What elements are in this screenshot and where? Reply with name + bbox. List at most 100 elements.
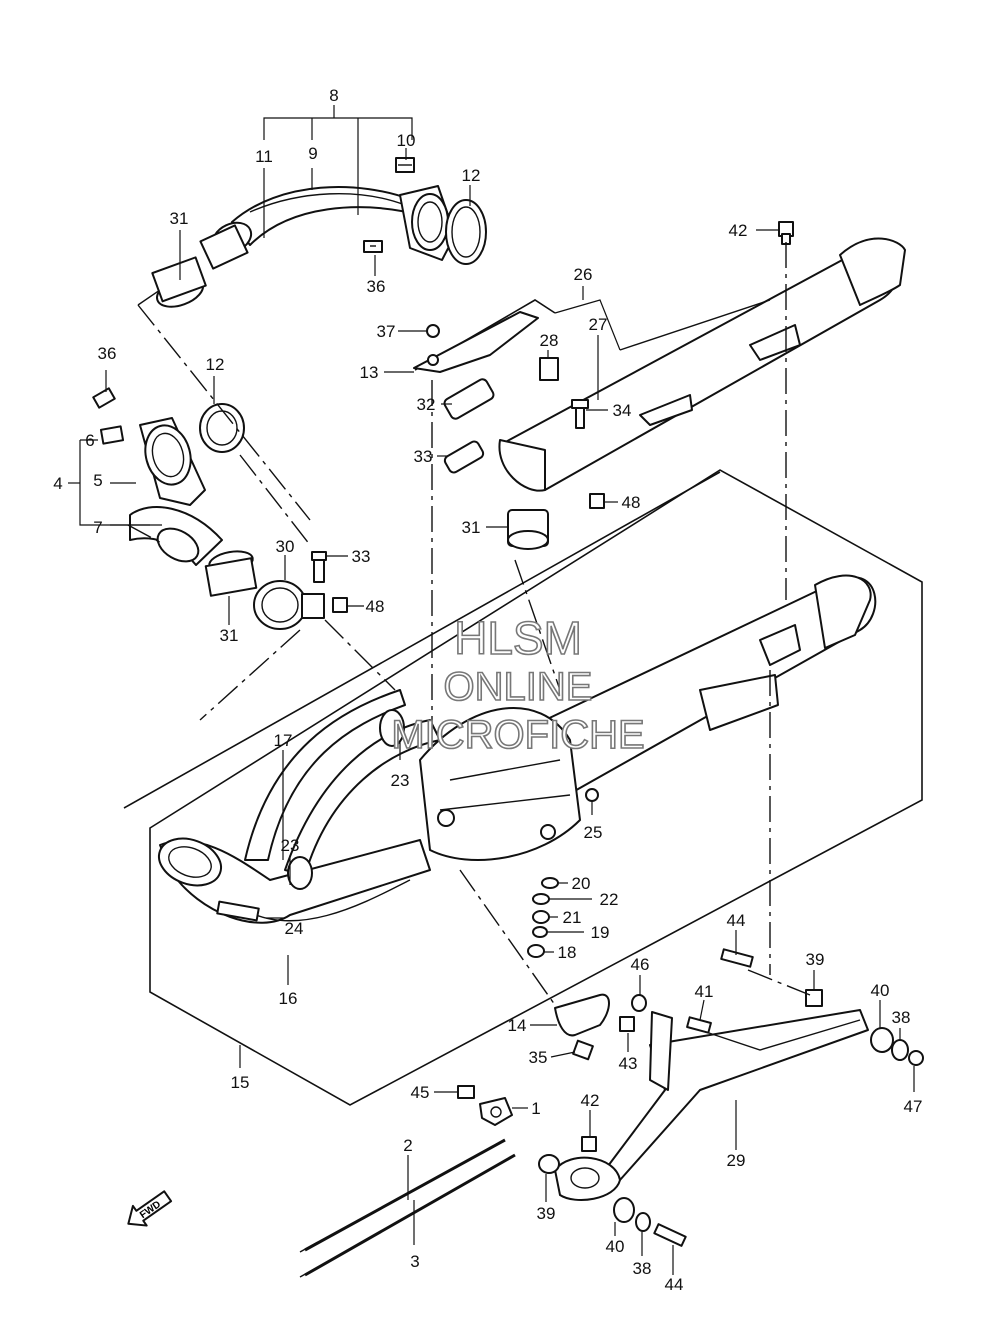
watermark: HLSM ONLINE MICROFICHE: [391, 611, 646, 758]
callout-23-upper: 23: [391, 771, 410, 790]
screw-37[interactable]: [426, 324, 440, 338]
watermark-line-3: MICROFICHE: [391, 713, 644, 757]
callout-47: 47: [904, 1097, 923, 1116]
nut-47[interactable]: [908, 1050, 924, 1066]
upper-muffler-27[interactable]: [498, 237, 906, 492]
sleeve-11[interactable]: [199, 217, 256, 270]
leader-lines: [68, 105, 915, 1275]
watermark-line-2: ONLINE: [444, 665, 593, 709]
bolt-35[interactable]: [572, 1039, 594, 1061]
callout-6: 6: [85, 431, 94, 450]
callout-13: 13: [360, 363, 379, 382]
callout-40-top: 40: [871, 981, 890, 1000]
callout-23-lower: 23: [281, 836, 300, 855]
callout-41: 41: [695, 982, 714, 1001]
collar-19[interactable]: [532, 926, 548, 938]
sleeve-31-right[interactable]: [507, 509, 549, 550]
bolt-18[interactable]: [527, 944, 545, 958]
callout-14: 14: [508, 1016, 527, 1035]
callout-31-top: 31: [170, 209, 189, 228]
cable-2[interactable]: [299, 1138, 506, 1253]
bushing-40-bottom[interactable]: [613, 1197, 635, 1223]
bracket-1[interactable]: [479, 1097, 513, 1126]
callout-42-top: 42: [729, 221, 748, 240]
callout-2: 2: [403, 1136, 412, 1155]
clamp-30[interactable]: [253, 580, 325, 630]
bolt-42-bottom[interactable]: [581, 1136, 597, 1152]
nut-48-left[interactable]: [332, 597, 348, 613]
head-pipe-4[interactable]: [129, 417, 223, 568]
callout-17: 17: [274, 731, 293, 750]
bolt-43[interactable]: [619, 1016, 635, 1032]
bracket-13[interactable]: [413, 311, 539, 373]
bolt-42-top[interactable]: [778, 221, 794, 245]
callout-30: 30: [276, 537, 295, 556]
sleeve-31-left[interactable]: [204, 548, 258, 597]
collar-39-bottom[interactable]: [538, 1154, 560, 1174]
gasket-12-left[interactable]: [199, 403, 245, 453]
callout-40-bottom: 40: [606, 1237, 625, 1256]
callout-10: 10: [397, 131, 416, 150]
gasket-33[interactable]: [443, 440, 485, 475]
clamp-6[interactable]: [99, 425, 125, 445]
washer-46[interactable]: [631, 994, 647, 1012]
callout-48-right: 48: [622, 493, 641, 512]
callout-5: 5: [93, 471, 102, 490]
callout-1: 1: [531, 1099, 540, 1118]
forward-direction-arrow: FWD: [127, 1190, 173, 1227]
bolt-36-left[interactable]: [92, 387, 116, 409]
callout-37: 37: [377, 322, 396, 341]
washer-20[interactable]: [541, 877, 559, 889]
callout-44-bottom: 44: [665, 1275, 684, 1294]
callout-27: 27: [589, 315, 608, 334]
callout-44-top: 44: [727, 911, 746, 930]
bolt-33-clamp[interactable]: [311, 551, 327, 583]
washer-38-bottom[interactable]: [635, 1212, 651, 1232]
callout-33-clamp: 33: [352, 547, 371, 566]
bolt-44-top[interactable]: [720, 948, 754, 968]
callout-38-bottom: 38: [633, 1259, 652, 1278]
callout-16: 16: [279, 989, 298, 1008]
callout-20: 20: [572, 874, 591, 893]
nut-48-right[interactable]: [589, 493, 605, 509]
sidestand-29[interactable]: [554, 1009, 869, 1201]
callout-3: 3: [410, 1252, 419, 1271]
clamp-23-upper[interactable]: [379, 709, 405, 747]
callout-31-right: 31: [462, 518, 481, 537]
assembly-box-15-front: [123, 471, 721, 809]
callout-25: 25: [584, 823, 603, 842]
washer-38-top[interactable]: [891, 1039, 909, 1061]
grommet-21[interactable]: [532, 910, 550, 924]
sleeve-31-top[interactable]: [151, 256, 207, 312]
callout-38-top: 38: [892, 1008, 911, 1027]
callout-8: 8: [329, 86, 338, 105]
bolt-25[interactable]: [585, 788, 599, 802]
muffler-assembly-15[interactable]: [419, 574, 877, 861]
cover-14[interactable]: [554, 993, 610, 1037]
clamp-23-lower[interactable]: [287, 856, 313, 890]
callout-26: 26: [574, 265, 593, 284]
cable-3[interactable]: [299, 1153, 516, 1278]
callout-36-top: 36: [367, 277, 386, 296]
washer-22[interactable]: [532, 893, 550, 905]
callout-35: 35: [529, 1048, 548, 1067]
bolt-36-top[interactable]: [363, 240, 383, 253]
callout-34: 34: [613, 401, 632, 420]
head-pipe-8[interactable]: [231, 185, 456, 261]
bushing-40-top[interactable]: [870, 1027, 894, 1053]
clamp-24[interactable]: [216, 900, 260, 922]
collar-39-top[interactable]: [805, 989, 823, 1007]
callout-15: 15: [231, 1073, 250, 1092]
bolt-44-bottom[interactable]: [653, 1223, 687, 1247]
bolt-41[interactable]: [686, 1016, 712, 1034]
watermark-line-1: HLSM: [454, 612, 582, 664]
bolt-34[interactable]: [571, 399, 589, 429]
gasket-32[interactable]: [443, 377, 496, 420]
clamp-28[interactable]: [539, 357, 559, 381]
clamp-10[interactable]: [395, 157, 415, 173]
callout-33-upper: 33: [414, 447, 433, 466]
gasket-12-top[interactable]: [445, 199, 487, 265]
bolt-45[interactable]: [457, 1085, 475, 1099]
